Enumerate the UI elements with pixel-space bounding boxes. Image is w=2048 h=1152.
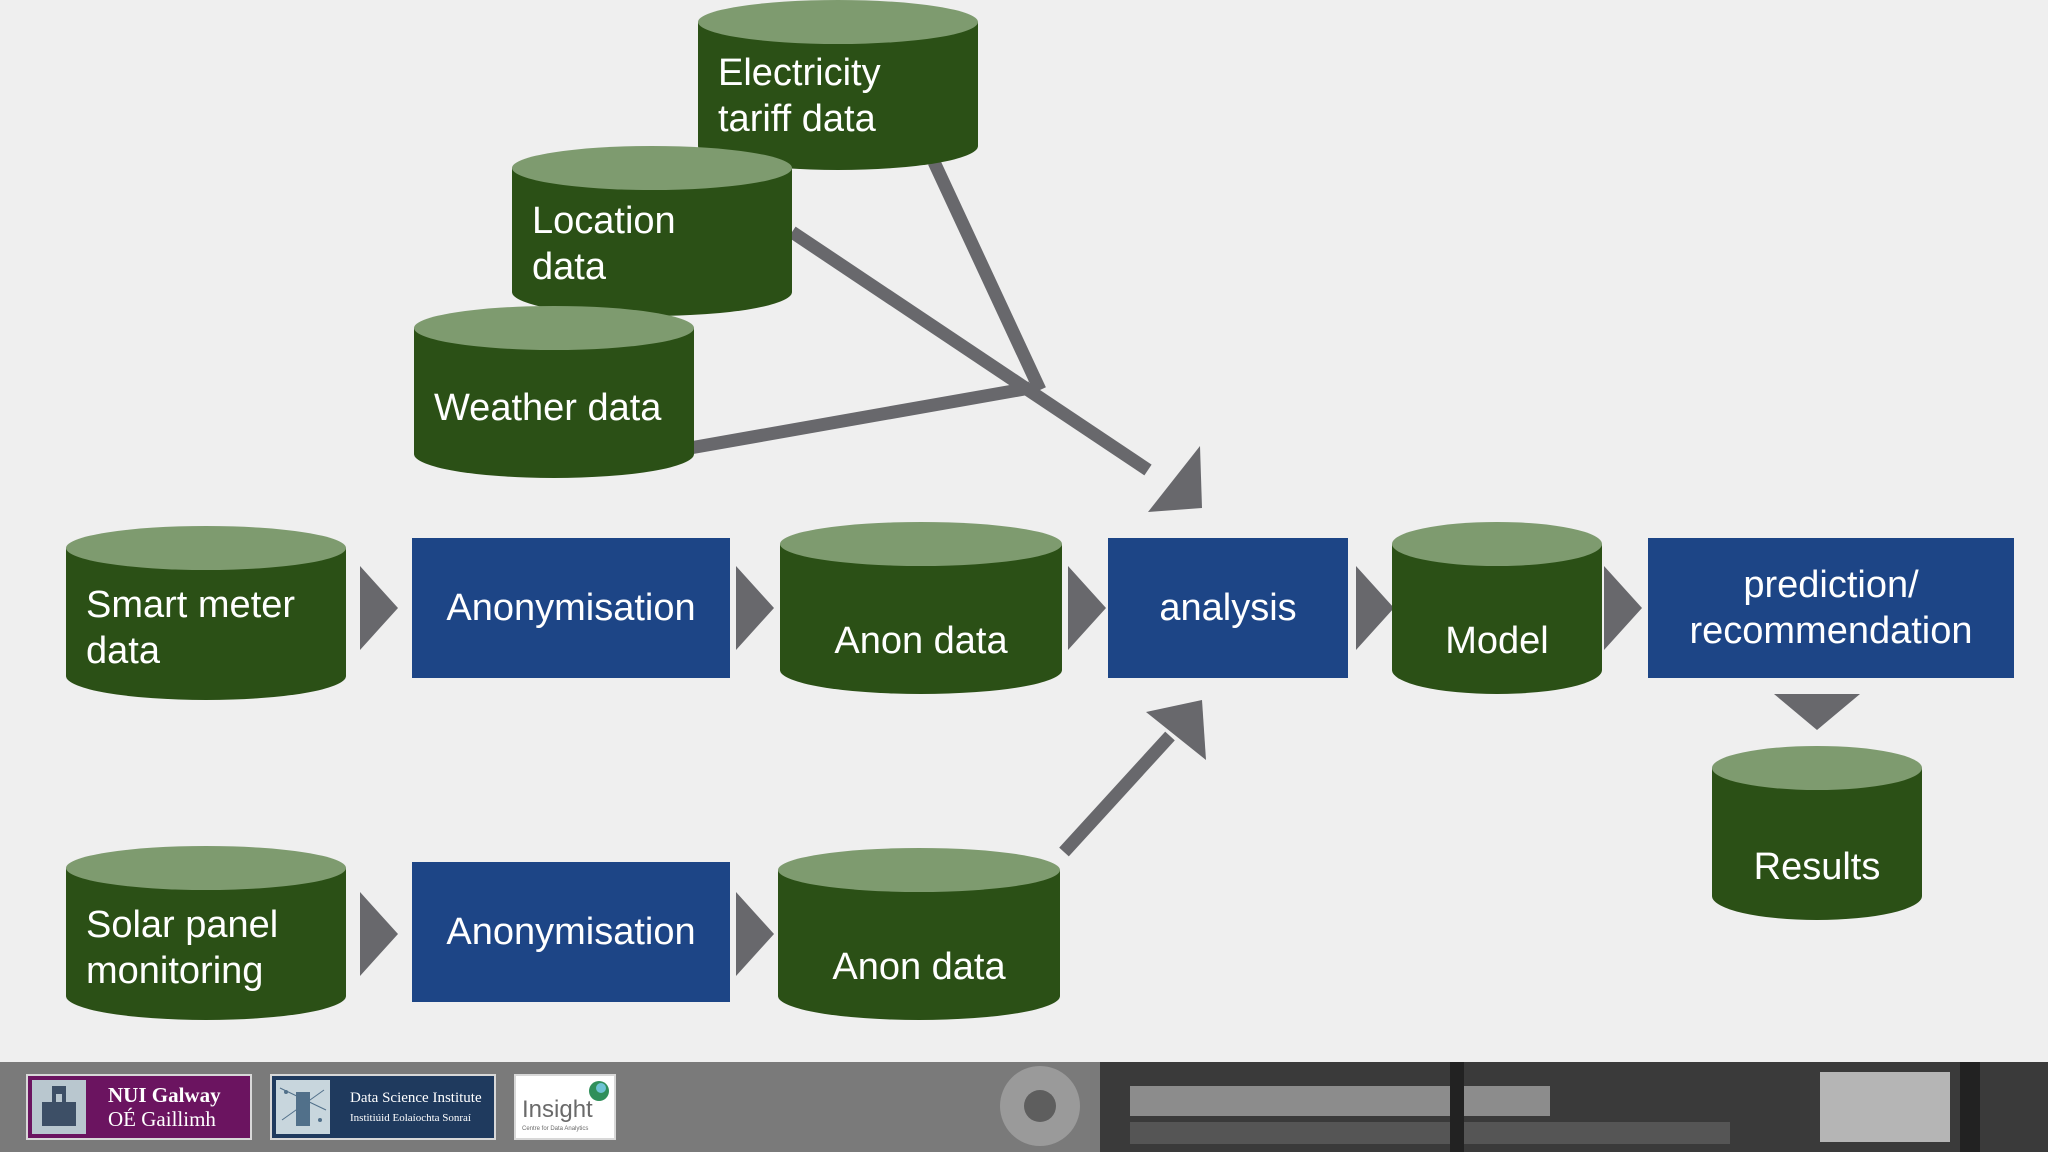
smart-meter-line1: Smart meter	[86, 584, 296, 626]
building-icon	[32, 1080, 86, 1134]
connectors	[360, 159, 1860, 976]
anonymisation-1-label: Anonymisation	[446, 587, 696, 629]
chevron-5	[1604, 566, 1642, 650]
anon-data-store-2: Anon data	[778, 848, 1060, 1020]
model-label: Model	[1445, 620, 1549, 662]
location-line1: Location	[532, 200, 676, 242]
insight-logo: Insight Centre for Data Analytics	[514, 1074, 616, 1140]
slide-canvas: Electricity tariff data Location data We…	[66, 0, 2014, 1020]
insight-subtitle: Centre for Data Analytics	[522, 1126, 589, 1132]
connector-tariff	[928, 159, 1046, 393]
arrowhead-to-analysis-bottom	[1146, 700, 1206, 760]
footer-bar: NUI Galway OÉ Gaillimh Data Science Inst…	[0, 1062, 2048, 1152]
anon-data-1-label: Anon data	[834, 620, 1008, 662]
dsi-logo: Data Science Institute Institiúid Eolaío…	[270, 1074, 496, 1140]
chevron-6	[360, 892, 398, 976]
smart-meter-line2: data	[86, 630, 160, 672]
anon-data-store-1: Anon data	[780, 522, 1062, 694]
anon-data-2-label: Anon data	[832, 946, 1006, 988]
results-store: Results	[1712, 746, 1922, 920]
connector-location	[788, 226, 1152, 476]
solar-panel-store: Solar panel monitoring	[66, 846, 346, 1020]
chevron-1	[360, 566, 398, 650]
chevron-3	[1068, 566, 1106, 650]
prediction-process: prediction/ recommendation	[1648, 538, 2014, 678]
dsi-name: Data Science Institute	[350, 1090, 482, 1106]
nui-galway-logo: NUI Galway OÉ Gaillimh	[26, 1074, 252, 1140]
insight-globe-icon	[589, 1081, 609, 1101]
solar-panel-line1: Solar panel	[86, 904, 279, 946]
anonymisation-process-2: Anonymisation	[412, 862, 730, 1002]
electricity-tariff-store: Electricity tariff data	[698, 0, 978, 170]
dsi-irish-name: Institiúid Eolaíochta Sonraí	[350, 1112, 471, 1124]
location-store: Location data	[512, 146, 792, 316]
electricity-tariff-line1: Electricity	[718, 52, 881, 94]
smart-meter-store: Smart meter data	[66, 526, 346, 700]
solar-panel-line2: monitoring	[86, 950, 264, 992]
insight-wordmark: Insight	[522, 1096, 593, 1123]
nui-irish-name: OÉ Gaillimh	[108, 1107, 216, 1131]
arrowhead-to-analysis-top	[1148, 446, 1202, 512]
results-label: Results	[1753, 846, 1881, 888]
electricity-tariff-line2: tariff data	[718, 98, 876, 140]
chevron-4	[1356, 566, 1394, 650]
weather-label: Weather data	[434, 387, 662, 429]
chevron-down-results	[1774, 694, 1860, 730]
chevron-7	[736, 892, 774, 976]
connector-anon-data-2	[1059, 731, 1175, 857]
analysis-label: analysis	[1159, 587, 1297, 629]
model-store: Model	[1392, 522, 1602, 694]
anonymisation-process-1: Anonymisation	[412, 538, 730, 678]
nui-name: NUI Galway	[108, 1083, 221, 1107]
network-building-icon	[276, 1080, 330, 1134]
weather-store: Weather data	[414, 306, 694, 478]
location-line2: data	[532, 246, 606, 288]
anonymisation-2-label: Anonymisation	[446, 911, 696, 953]
prediction-line2: recommendation	[1689, 610, 1973, 652]
connector-weather	[688, 381, 1032, 455]
prediction-line1: prediction/	[1743, 564, 1919, 606]
chevron-2	[736, 566, 774, 650]
analysis-process: analysis	[1108, 538, 1348, 678]
